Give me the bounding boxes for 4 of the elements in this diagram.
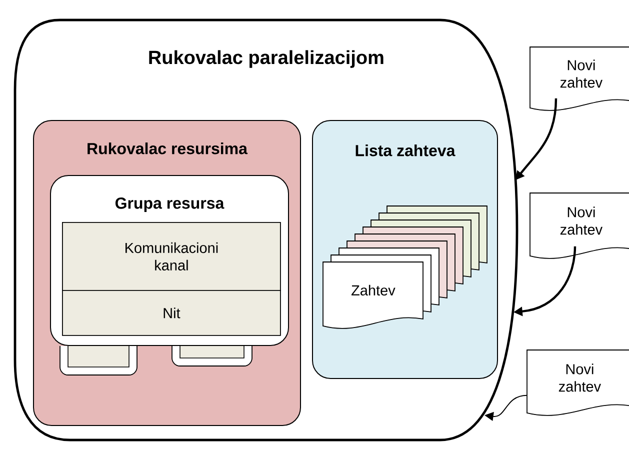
- stacked-box: [60, 346, 138, 376]
- component-box: Nit: [62, 290, 281, 336]
- stacked-box: [172, 346, 252, 366]
- component-box: Komunikacioni kanal: [62, 222, 281, 291]
